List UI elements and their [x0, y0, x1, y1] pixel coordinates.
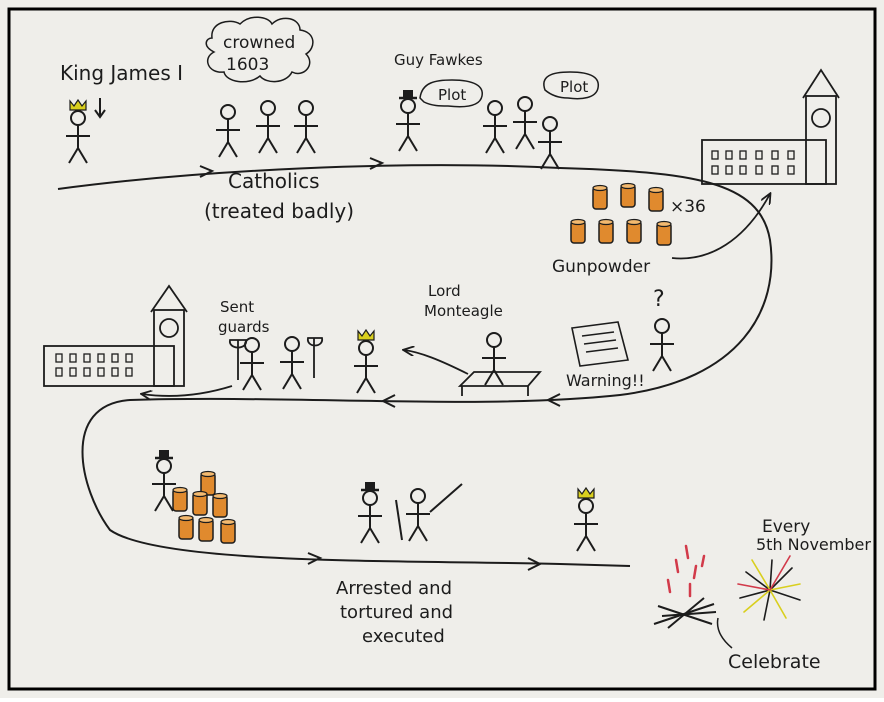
flow-path: [57, 164, 773, 567]
guards-to-parliament-arrow: [142, 385, 233, 396]
arrow-head: [527, 557, 543, 571]
lord-label: Lord: [428, 282, 461, 300]
desk-icon: [457, 371, 542, 396]
crowned-label: crowned: [223, 33, 295, 53]
king-title: King James I: [60, 61, 183, 85]
arrow-head: [307, 552, 323, 565]
guards-label: guards: [218, 318, 270, 336]
arrow-head: [545, 393, 561, 407]
plot-bubble: [543, 71, 600, 100]
crowned-cloud: [205, 16, 314, 83]
sword-icon: [395, 483, 463, 541]
arrow-head: [380, 394, 396, 408]
arrested-label-3: executed: [362, 626, 445, 647]
warning-letter-icon: [571, 321, 630, 367]
parliament-building-top: [701, 68, 840, 185]
arrested-label-2: tortured and: [340, 602, 453, 623]
treated-badly-label: (treated badly): [204, 199, 354, 223]
guy-fawkes-label: Guy Fawkes: [394, 51, 483, 69]
gunpowder-to-parliament-arrow: [671, 194, 770, 260]
catholics-label: Catholics: [228, 169, 320, 193]
sent-label: Sent: [220, 298, 254, 316]
monteagle-to-king-arrow: [404, 350, 469, 375]
down-arrow-icon: [94, 98, 106, 119]
page-border: [7, 7, 877, 691]
celebrate-pointer: [716, 617, 733, 649]
arrested-label-1: Arrested and: [336, 578, 452, 599]
gunpowder-label: Gunpowder: [552, 257, 650, 277]
question-mark: ?: [653, 287, 665, 312]
monteagle-label: Monteagle: [424, 302, 503, 320]
plot-bubble: [419, 79, 483, 108]
times-36-label: ×36: [670, 197, 706, 217]
crowned-year: 1603: [226, 55, 269, 75]
plot-label-1: Plot: [438, 86, 466, 104]
warning-label: Warning!!: [566, 371, 645, 390]
fifth-november-label: 5th November: [756, 535, 871, 554]
every-label: Every: [762, 517, 810, 537]
arrow-head: [199, 165, 215, 178]
parliament-building-left: [43, 284, 188, 387]
arrow-head: [369, 157, 385, 170]
celebrate-label: Celebrate: [728, 651, 821, 673]
firework-icon: [737, 555, 801, 621]
guard-axe-icon: [229, 337, 323, 380]
bonfire-icon: [653, 544, 717, 629]
plot-label-2: Plot: [560, 78, 588, 96]
